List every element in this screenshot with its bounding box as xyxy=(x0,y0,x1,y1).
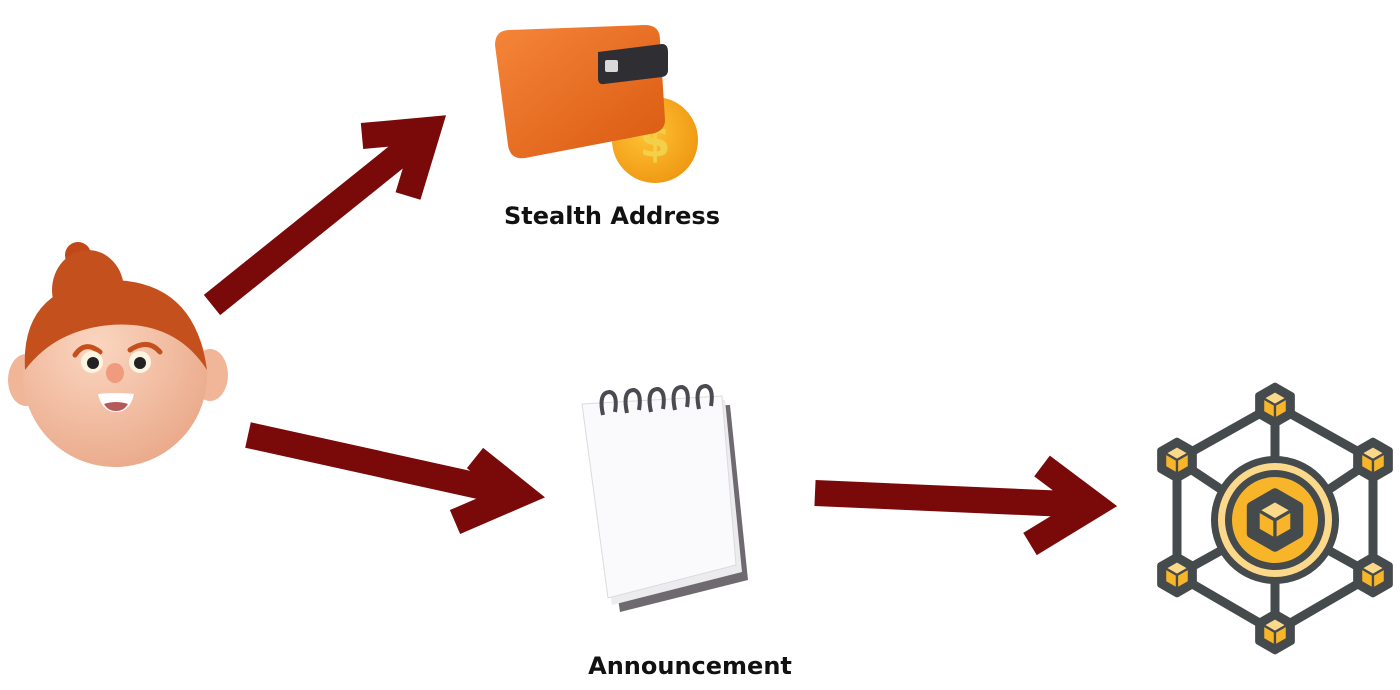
arrow-to-announcement xyxy=(245,422,546,534)
block-node-icon xyxy=(1255,382,1295,428)
block-node-icon xyxy=(1157,437,1197,483)
block-node-icon xyxy=(1255,609,1295,655)
arrow-to-blockchain xyxy=(814,455,1118,556)
arrow-to-stealth-address xyxy=(203,115,447,316)
wallet-coin-icon: $ xyxy=(495,25,698,183)
person-avatar-icon xyxy=(8,242,228,467)
block-node-icon xyxy=(1157,552,1197,598)
block-node-icon xyxy=(1353,552,1393,598)
notepad-icon xyxy=(581,383,748,612)
blockchain-network-icon xyxy=(1157,382,1393,655)
stealth-address-label: Stealth Address xyxy=(504,202,720,230)
announcement-label: Announcement xyxy=(588,652,792,680)
block-node-icon xyxy=(1353,437,1393,483)
central-block-icon xyxy=(1246,488,1304,552)
